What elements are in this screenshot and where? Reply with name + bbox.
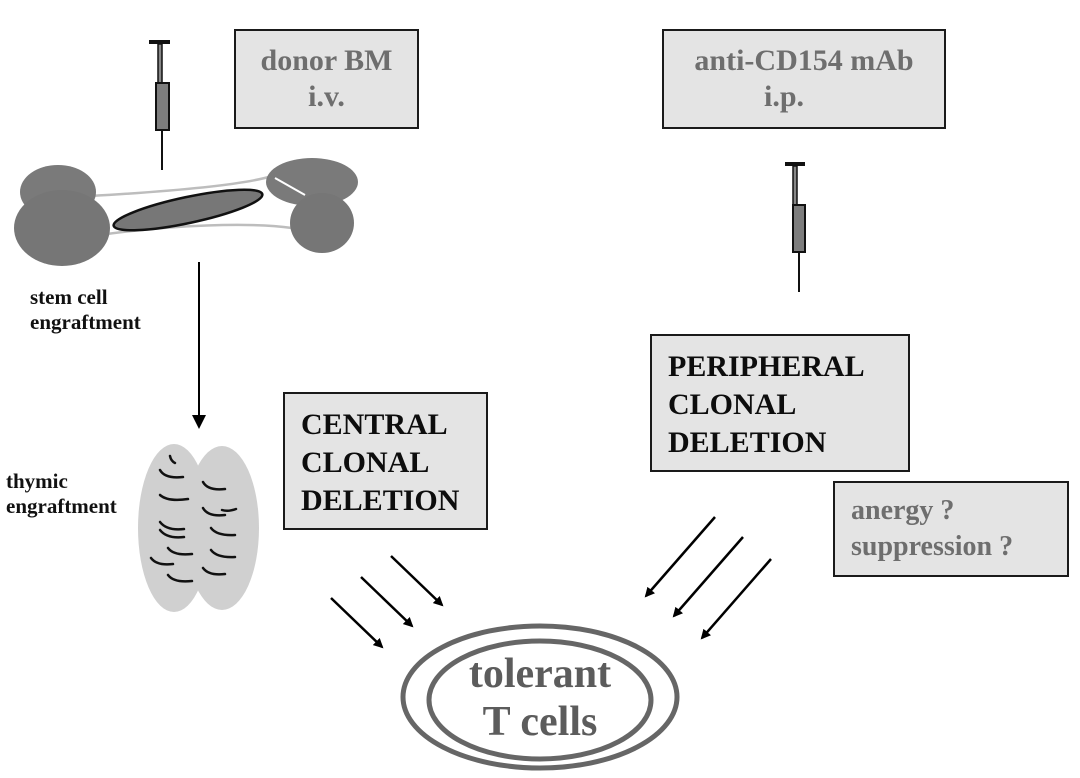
tcells-line: T cells: [482, 699, 598, 745]
anti-cd154-box: anti-CD154 mAb i.p.: [662, 29, 946, 129]
suppression-line: suppression ?: [851, 531, 1014, 562]
thymus-icon: [138, 444, 259, 612]
peripheral-line-3: DELETION: [668, 426, 827, 459]
bone-icon: [14, 158, 358, 266]
anergy-line: anergy ?: [851, 495, 955, 526]
anti-cd154-line-1: anti-CD154 mAb: [694, 44, 914, 77]
peripheral-clonal-deletion-box: PERIPHERAL CLONAL DELETION: [650, 334, 910, 472]
thymic-line-1: thymic: [6, 469, 68, 493]
donor-bm-line-2: i.v.: [308, 80, 345, 113]
peripheral-deletion-arrows: [644, 516, 772, 640]
tolerant-tcells-label: tolerant T cells: [440, 650, 640, 746]
central-line-1: CENTRAL: [301, 408, 448, 441]
syringe-icon-bm: [149, 40, 170, 170]
central-line-3: DELETION: [301, 484, 460, 517]
tolerant-line: tolerant: [468, 651, 612, 697]
central-deletion-arrows: [330, 555, 444, 649]
thymic-engraftment-label: thymic engraftment: [6, 469, 117, 519]
donor-bm-box: donor BM i.v.: [234, 29, 419, 129]
peripheral-line-1: PERIPHERAL: [668, 350, 865, 383]
peripheral-line-2: CLONAL: [668, 388, 797, 421]
stem-cell-line-2: engraftment: [30, 310, 141, 334]
syringe-icon-mab: [785, 162, 806, 292]
donor-bm-line-1: donor BM: [260, 44, 393, 77]
tolerant-tcells-ellipse: [400, 623, 680, 771]
anergy-suppression-box: anergy ? suppression ?: [833, 481, 1069, 577]
anti-cd154-line-2: i.p.: [763, 80, 805, 113]
central-clonal-deletion-box: CENTRAL CLONAL DELETION: [283, 392, 488, 530]
thymic-line-2: engraftment: [6, 494, 117, 518]
central-line-2: CLONAL: [301, 446, 430, 479]
stem-cell-engraftment-label: stem cell engraftment: [30, 285, 141, 335]
stem-cell-line-1: stem cell: [30, 285, 108, 309]
